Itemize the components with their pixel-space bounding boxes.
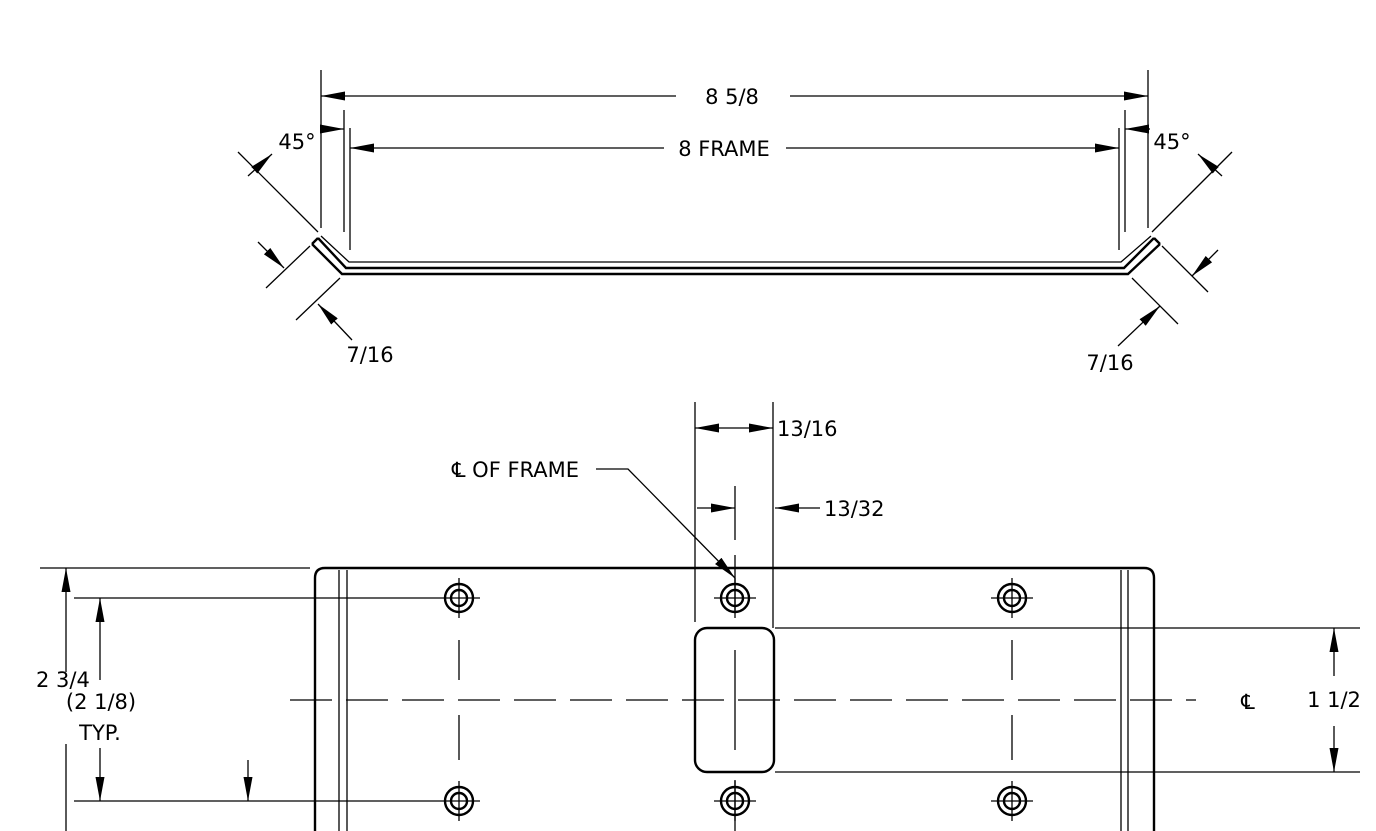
hole-bottom-left: [438, 781, 480, 821]
angle-ext-right: [1151, 151, 1233, 233]
flange-ext-right-a: [1161, 245, 1209, 293]
top-view-inner-edge: [320, 235, 1152, 263]
cutout-width-label: 13/16: [777, 417, 838, 441]
overall-width-label: 8 5/8: [705, 85, 759, 109]
left-flange-label: 7/16: [346, 343, 393, 367]
hole-top-right: [991, 578, 1033, 618]
frame-centerline-leader: [596, 468, 736, 579]
flange-arrow-left-top: [257, 241, 285, 269]
overall-height-label: 2 3/4: [36, 668, 90, 692]
top-view-part-outline: [311, 237, 1161, 276]
frame-width-label: 8 FRAME: [678, 137, 770, 161]
half-width-label: 13/32: [824, 497, 885, 521]
frame-centerline-label: ℄ OF FRAME: [451, 458, 579, 482]
flange-ext-left-a: [265, 245, 311, 289]
hole-bottom-right: [991, 781, 1033, 821]
front-view: 13/16 13/32 ℄ OF FRAME 2 3/4 (2 1/8) TYP…: [36, 402, 1361, 831]
hole-top-center: [714, 578, 756, 618]
hole-top-left: [438, 578, 480, 618]
hole-spacing-label: (2 1/8): [66, 690, 136, 714]
angle-arrow-right: [1197, 153, 1223, 177]
right-flange-label: 7/16: [1086, 351, 1133, 375]
flange-arrow-right-top: [1191, 249, 1219, 277]
flange-arrow-left-bottom: [317, 303, 353, 341]
flange-ext-right-b: [1131, 277, 1179, 325]
top-view: 8 5/8 8 FRAME 45° 45° 7/16 7/16: [237, 70, 1233, 375]
hole-spacing-note: TYP.: [78, 721, 121, 745]
centerline-symbol: ℄: [1240, 690, 1255, 714]
hole-bottom-center: [714, 781, 756, 821]
flange-ext-left-b: [295, 277, 341, 321]
left-angle-label: 45°: [278, 130, 315, 154]
angle-ext-left: [237, 151, 319, 233]
angle-arrow-left: [247, 153, 273, 177]
cutout-height-label: 1 1/2: [1307, 688, 1361, 712]
flange-arrow-right-bottom: [1117, 305, 1161, 347]
right-angle-label: 45°: [1153, 130, 1190, 154]
